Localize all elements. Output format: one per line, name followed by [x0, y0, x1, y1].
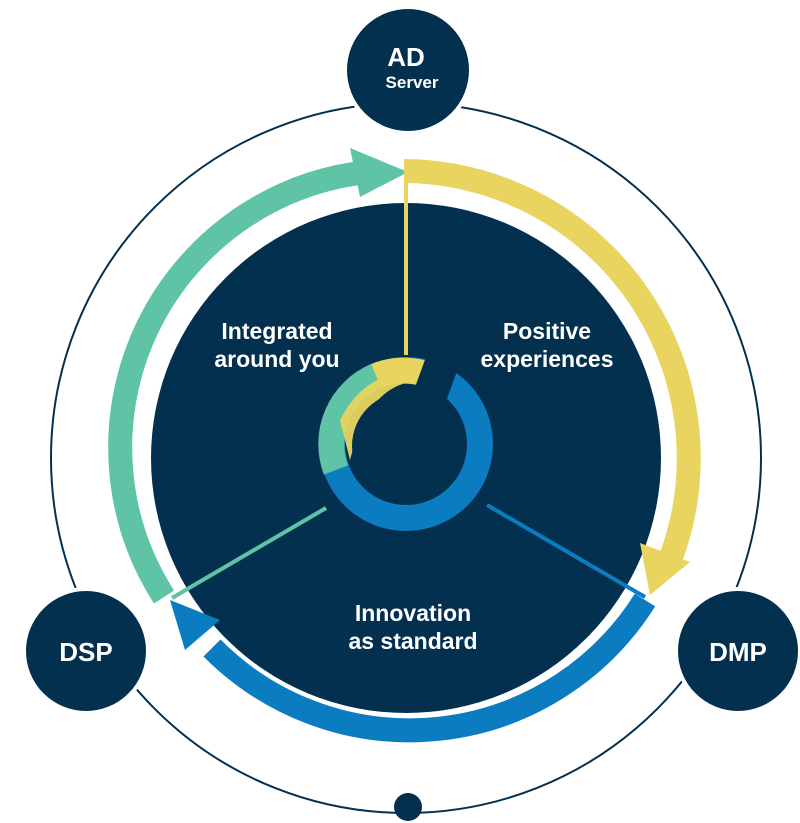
- divider-right: [485, 503, 647, 599]
- yellow-arrow-head: [640, 543, 690, 595]
- segment-bottom-line1: Innovation: [355, 600, 471, 626]
- segment-top-left-line2: around you: [214, 346, 339, 372]
- node-ad-server-subtitle: Server: [386, 73, 439, 92]
- node-ad-server-title: AD: [387, 42, 425, 72]
- node-dsp-title: DSP: [59, 637, 112, 667]
- blue-arc: [203, 593, 656, 743]
- dot-icon: [394, 793, 422, 821]
- cycle-ring-icon: [318, 343, 493, 531]
- segment-top-right-line1: Positive: [503, 318, 591, 344]
- yellow-arc: [403, 159, 701, 565]
- segment-top-right-line2: experiences: [481, 346, 614, 372]
- node-dsp: DSP: [22, 587, 150, 715]
- green-arc: [108, 160, 370, 604]
- segment-top-left-line1: Integrated: [221, 318, 332, 344]
- segment-bottom-line2: as standard: [348, 628, 477, 654]
- node-ad-server: AD Server: [343, 5, 473, 135]
- blue-arrow-head: [170, 600, 220, 650]
- green-arrow-head: [350, 148, 408, 197]
- node-dmp: DMP: [674, 587, 800, 715]
- divider-left: [170, 506, 328, 600]
- node-dmp-title: DMP: [709, 637, 767, 667]
